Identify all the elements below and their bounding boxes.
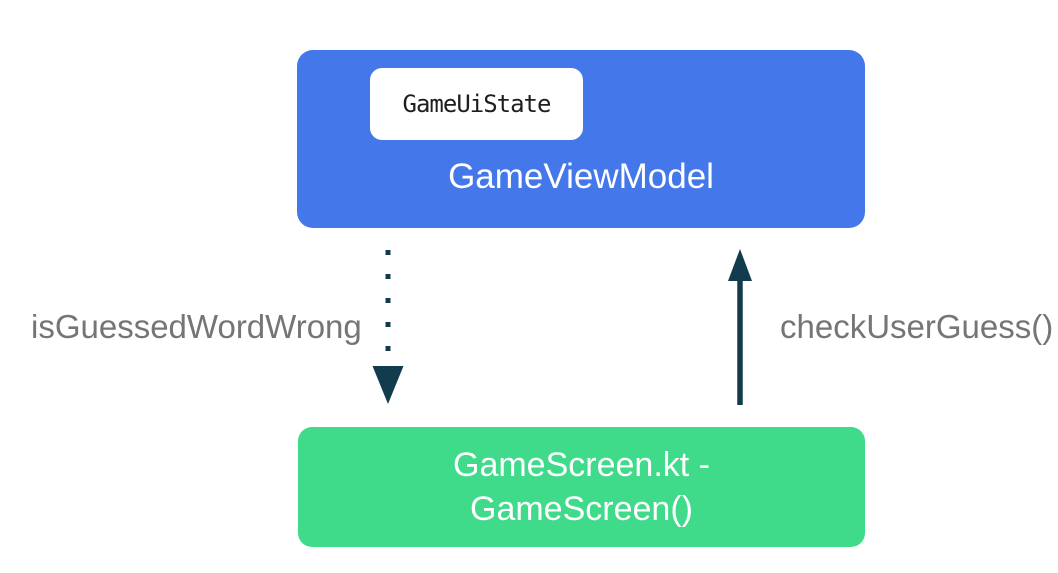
gameviewmodel-title: GameViewModel xyxy=(448,157,714,196)
gamescreen-box: GameScreen.kt - GameScreen() xyxy=(298,427,865,547)
state-flow-label: isGuessedWordWrong xyxy=(31,308,362,345)
gamescreen-title-line1: GameScreen.kt - xyxy=(453,446,710,484)
gamescreen-title: GameScreen.kt - GameScreen() xyxy=(453,443,710,531)
gamescreen-title-line2: GameScreen() xyxy=(470,490,693,528)
gameuistate-chip-label: GameUiState xyxy=(402,90,552,118)
event-flow-arrowhead-icon xyxy=(728,249,752,281)
gameviewmodel-box: GameUiState GameViewModel xyxy=(297,50,865,228)
event-flow-label: checkUserGuess() xyxy=(780,308,1054,345)
state-flow-arrowhead-icon xyxy=(372,366,404,404)
gameuistate-chip: GameUiState xyxy=(370,68,583,140)
